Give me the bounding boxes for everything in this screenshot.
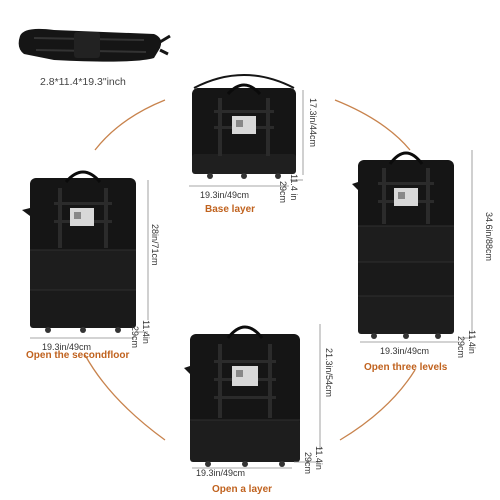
one-depth-cm-label: 29cm bbox=[303, 452, 313, 475]
arc-bottom-left bbox=[84, 354, 166, 441]
base-width-label: 19.3in/49cm bbox=[200, 190, 250, 200]
one-caption: Open a layer bbox=[212, 484, 273, 495]
one-layer-bag bbox=[184, 316, 306, 468]
one-width-label: 19.3in/49cm bbox=[196, 468, 246, 478]
base-caption: Base layer bbox=[205, 204, 256, 215]
second-caption: Open the secondfloor bbox=[26, 350, 130, 361]
one-depth-in-label: 11.4in bbox=[314, 446, 324, 470]
one-height-label: 21.3in/54cm bbox=[324, 348, 334, 398]
one-layer-bag-image bbox=[184, 325, 300, 467]
folded-bag bbox=[14, 24, 171, 64]
second-floor-bag bbox=[22, 162, 142, 334]
base-layer-bag bbox=[188, 70, 300, 180]
second-floor-bag-image bbox=[22, 170, 136, 333]
folded-bag-image bbox=[18, 28, 171, 62]
three-width-label: 19.3in/49cm bbox=[380, 346, 430, 356]
folded-dims-label: 2.8*11.4*19.3"inch bbox=[40, 76, 126, 88]
arc-bottom-right bbox=[339, 369, 416, 441]
base-layer-bag-image bbox=[192, 74, 296, 179]
three-levels-bag-image bbox=[352, 151, 454, 339]
second-width-label: 19.3in/49cm bbox=[42, 342, 92, 352]
three-levels-bag bbox=[352, 140, 460, 340]
three-caption: Open three levels bbox=[364, 362, 448, 373]
arc-top-right bbox=[334, 99, 411, 151]
arc-top-left bbox=[94, 99, 166, 151]
